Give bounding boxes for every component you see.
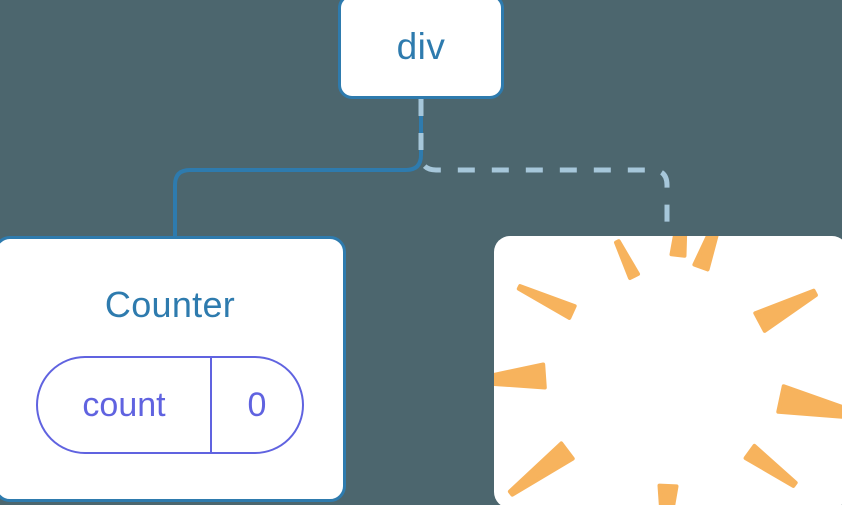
ray-s (657, 483, 679, 505)
node-div[interactable]: div (338, 0, 504, 99)
node-div-label: div (396, 26, 446, 67)
ray-nne (692, 236, 719, 272)
node-sparkle[interactable] (494, 236, 842, 505)
ray-sw (507, 441, 575, 497)
ray-n (669, 236, 688, 258)
state-pill-key: count (38, 358, 212, 452)
edge-div-to-sparkle (418, 99, 670, 240)
ray-ene (753, 288, 818, 333)
state-pill-count[interactable]: count 0 (36, 356, 304, 454)
ray-nnw (614, 239, 640, 280)
state-pill-value: 0 (247, 385, 267, 424)
node-counter-title: Counter (104, 284, 236, 325)
node-counter[interactable]: Counter count 0 (0, 236, 346, 502)
sparkle-burst-icon (494, 236, 842, 505)
edge-div-to-counter (173, 97, 423, 242)
ray-se (743, 443, 798, 488)
ray-w (494, 362, 547, 390)
ray-nw (516, 284, 577, 320)
ray-e (776, 384, 842, 419)
